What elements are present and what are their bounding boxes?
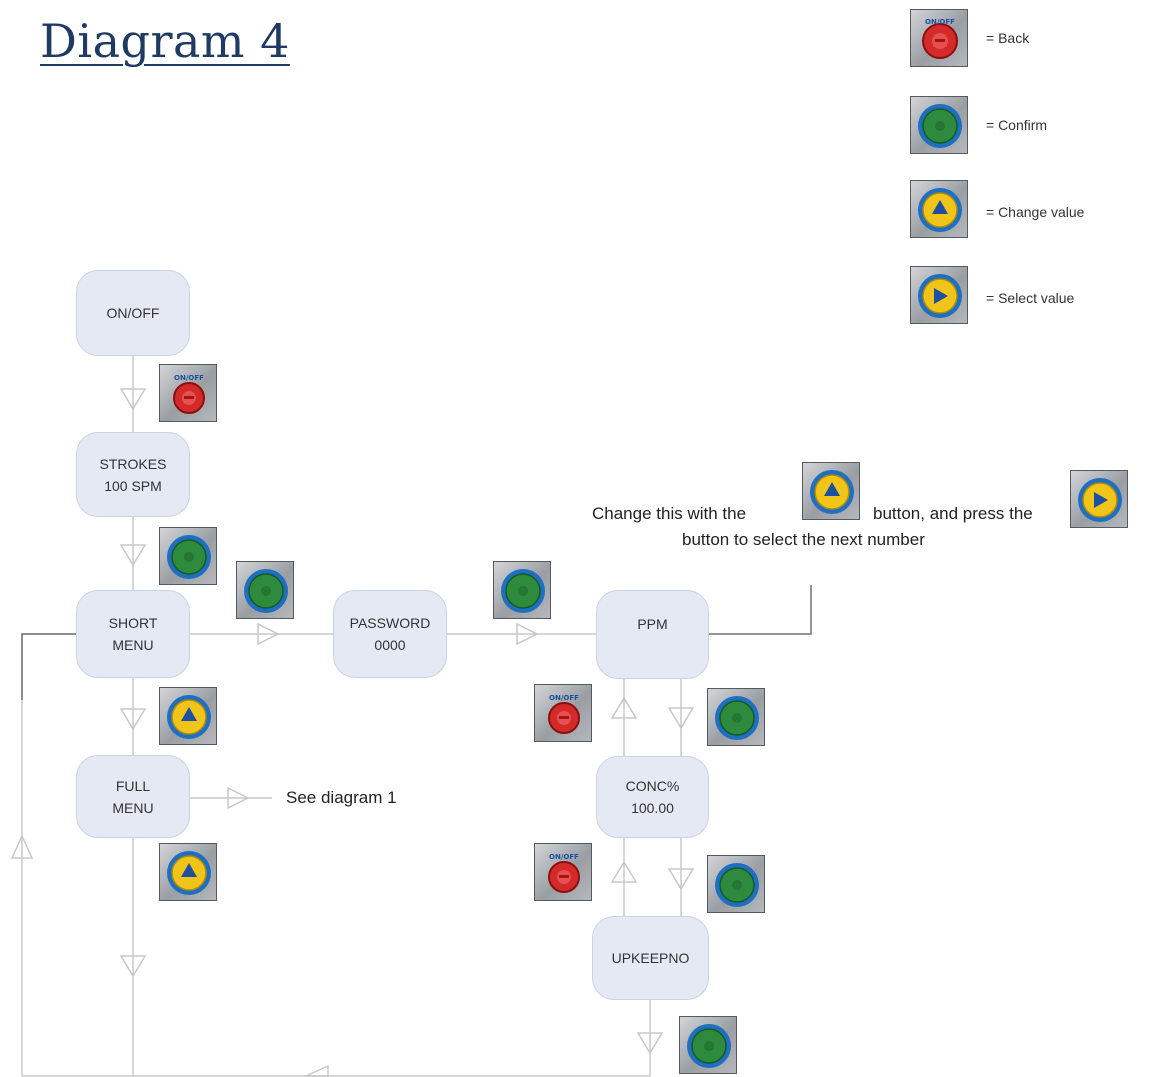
confirm-button-icon bbox=[707, 688, 765, 746]
arrow-down-1 bbox=[119, 388, 147, 411]
ppm-note-leader bbox=[709, 585, 812, 635]
arrow-down-bottom bbox=[636, 1032, 664, 1055]
node-full-menu: FULL MENU bbox=[76, 755, 190, 838]
confirm-button-icon bbox=[707, 855, 765, 913]
arrow-right-password bbox=[257, 622, 280, 646]
svg-text:ON/OFF: ON/OFF bbox=[549, 853, 579, 861]
change-note-prefix: Change this with the bbox=[592, 504, 747, 523]
arrow-up-conc bbox=[610, 860, 638, 883]
svg-text:ON/OFF: ON/OFF bbox=[174, 374, 204, 382]
arrow-down-upkeep bbox=[667, 868, 695, 891]
back-button-icon: ON/OFF bbox=[534, 843, 592, 901]
arrow-down-3 bbox=[119, 708, 147, 731]
arrow-right-ppm bbox=[516, 622, 539, 646]
arrow-down-conc bbox=[667, 707, 695, 730]
loop-corner-dark bbox=[21, 633, 76, 700]
confirm-button-icon bbox=[679, 1016, 737, 1074]
legend-confirm-label: = Confirm bbox=[986, 117, 1048, 133]
svg-text:ON/OFF: ON/OFF bbox=[549, 694, 579, 702]
confirm-button-icon bbox=[236, 561, 294, 619]
back-button-icon: ON/OFF bbox=[159, 364, 217, 422]
arrow-up-left-loop bbox=[10, 834, 34, 859]
node-upkeep: UPKEEPNO bbox=[592, 916, 709, 1000]
legend-change-value-button-icon bbox=[910, 180, 968, 238]
legend-confirm-button-icon bbox=[910, 96, 968, 154]
legend-select-value-label: = Select value bbox=[986, 290, 1075, 306]
change-note-middle: button, and press the bbox=[873, 504, 1033, 523]
arrow-left-bottom bbox=[305, 1064, 329, 1077]
note-select-value-button-icon bbox=[1070, 470, 1128, 528]
node-short-menu: SHORT MENU bbox=[76, 590, 190, 678]
change-value-button-icon bbox=[159, 843, 217, 901]
legend-back-label: = Back bbox=[986, 30, 1030, 46]
node-strokes: STROKES 100 SPM bbox=[76, 432, 190, 517]
change-note-suffix: button to select the next number bbox=[682, 530, 925, 549]
legend-change-value-label: = Change value bbox=[986, 204, 1085, 220]
node-conc: CONC% 100.00 bbox=[596, 756, 709, 838]
arrow-right-see-diagram bbox=[227, 786, 250, 810]
legend-select-value-button-icon bbox=[910, 266, 968, 324]
note-change-value-button-icon bbox=[802, 462, 860, 520]
svg-text:ON/OFF: ON/OFF bbox=[925, 18, 955, 26]
arrow-up-ppm bbox=[610, 696, 638, 719]
node-password: PASSWORD 0000 bbox=[333, 590, 447, 678]
node-ppm: PPM bbox=[596, 590, 709, 679]
back-button-icon: ON/OFF bbox=[534, 684, 592, 742]
confirm-button-icon bbox=[493, 561, 551, 619]
diagram-title: Diagram 4 bbox=[40, 14, 290, 68]
confirm-button-icon bbox=[159, 527, 217, 585]
legend-back-button-icon: ON/OFF bbox=[910, 9, 968, 67]
change-value-button-icon bbox=[159, 687, 217, 745]
arrow-down-4 bbox=[119, 955, 147, 978]
see-diagram-note: See diagram 1 bbox=[286, 788, 397, 807]
arrow-down-2 bbox=[119, 544, 147, 567]
node-on-off: ON/OFF bbox=[76, 270, 190, 356]
